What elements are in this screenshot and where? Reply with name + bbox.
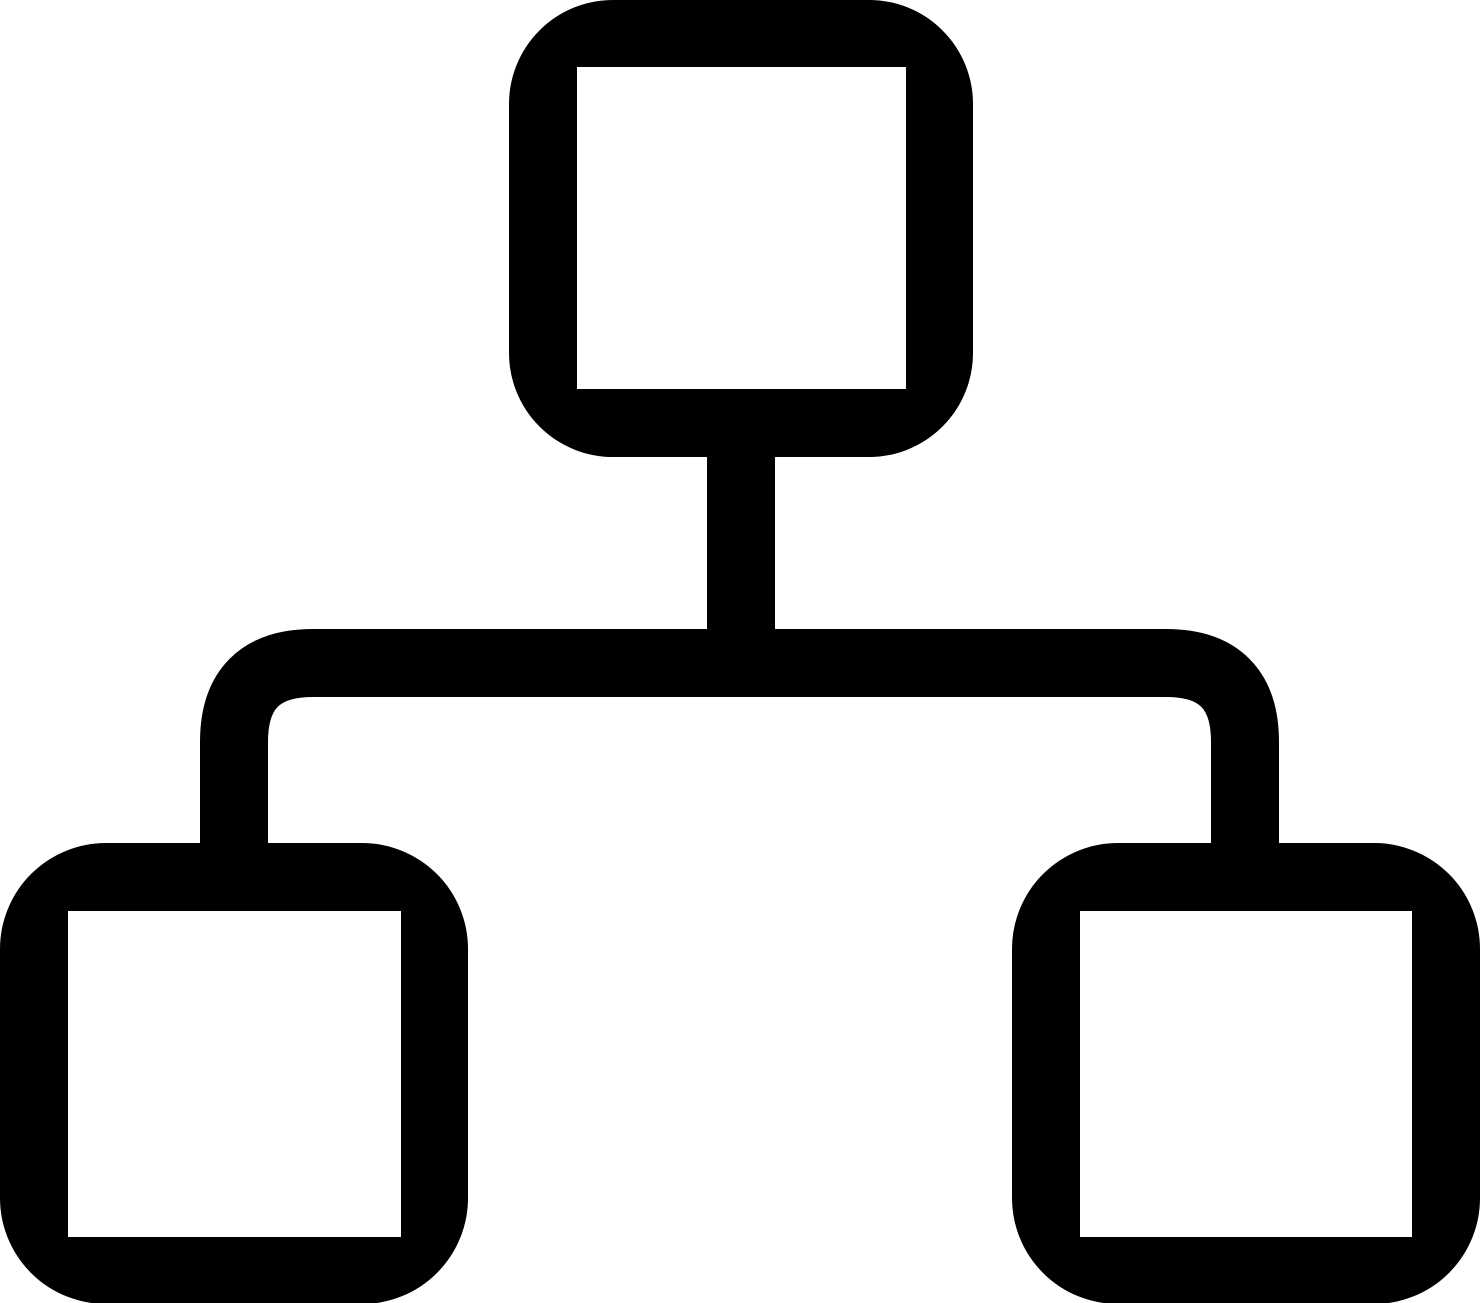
child-node-right-inner (1080, 911, 1412, 1237)
root-node-inner (577, 67, 906, 389)
child-node-left-inner (68, 911, 401, 1237)
branch-connector (200, 629, 1279, 860)
root-connector (707, 450, 775, 650)
